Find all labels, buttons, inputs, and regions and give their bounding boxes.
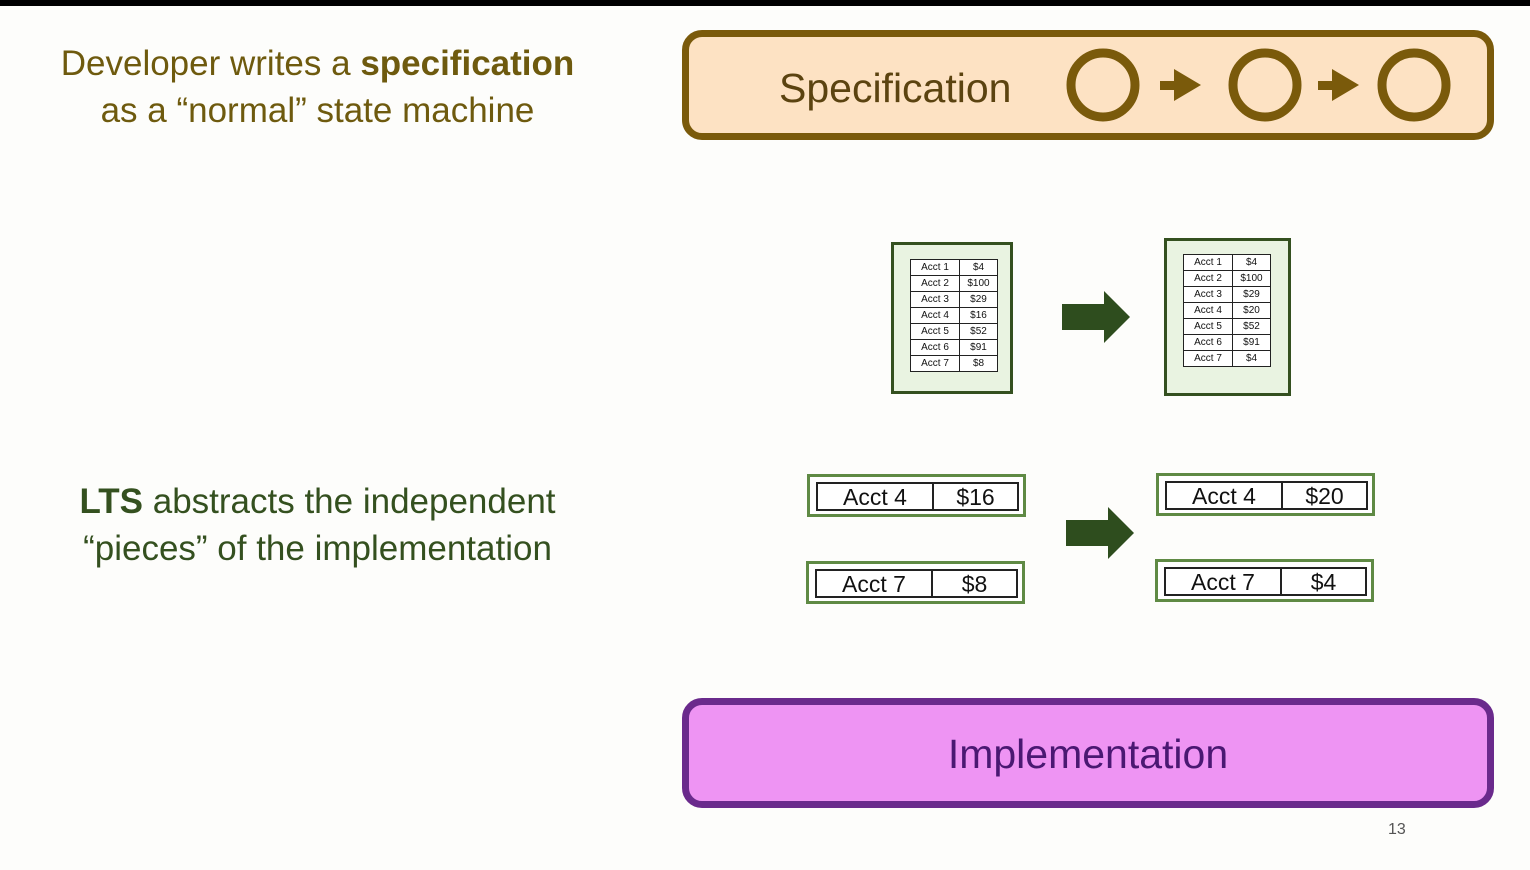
table-row: Acct 5$52 <box>910 323 998 340</box>
piece-amount: $16 <box>956 484 995 510</box>
ledger-after-table: Acct 1$4 Acct 2$100 Acct 3$29 Acct 4$20 … <box>1183 254 1271 367</box>
table-row: Acct 2$100 <box>910 275 998 292</box>
ledger-acct: Acct 2 <box>910 275 960 292</box>
specification-label: Specification <box>779 65 1012 111</box>
table-row: Acct 7$8 <box>910 355 998 372</box>
ledger-after: Acct 1$4 Acct 2$100 Acct 3$29 Acct 4$20 … <box>1164 238 1291 396</box>
ledger-acct: Acct 3 <box>1183 286 1233 303</box>
lts-caption-rest: abstracts the independent <box>143 482 556 521</box>
table-row: Acct 2$100 <box>1183 270 1271 287</box>
top-border-bar <box>0 0 1530 6</box>
ledger-before: Acct 1$4 Acct 2$100 Acct 3$29 Acct 4$16 … <box>891 242 1013 394</box>
state-arrow-1-icon <box>1160 69 1201 101</box>
piece-after-acct4: Acct 4 $20 <box>1156 473 1375 516</box>
table-row: Acct 1$4 <box>910 259 998 276</box>
piece-before-acct4: Acct 4 $16 <box>807 474 1026 517</box>
ledger-transition-arrow-icon <box>1062 291 1130 343</box>
state-circle-3 <box>1377 48 1451 122</box>
ledger-acct: Acct 7 <box>910 355 960 372</box>
piece-after-acct7: Acct 7 $4 <box>1155 559 1374 602</box>
spec-caption-bold: specification <box>360 44 575 83</box>
ledger-acct: Acct 5 <box>910 323 960 340</box>
table-row: Acct 1$4 <box>1183 254 1271 271</box>
piece-acct: Acct 4 <box>818 484 934 510</box>
piece-amount: $4 <box>1310 569 1337 595</box>
ledger-amount: $4 <box>1232 254 1271 271</box>
ledger-acct: Acct 6 <box>1183 334 1233 351</box>
ledger-amount: $52 <box>1232 318 1271 335</box>
ledger-acct: Acct 3 <box>910 291 960 308</box>
ledger-amount: $91 <box>959 339 998 356</box>
ledger-acct: Acct 6 <box>910 339 960 356</box>
piece-acct: Acct 7 <box>817 571 933 597</box>
lts-caption-bold: LTS <box>79 482 143 521</box>
piece-acct: Acct 4 <box>1167 483 1283 509</box>
table-row: Acct 4$20 <box>1183 302 1271 319</box>
ledger-amount: $52 <box>959 323 998 340</box>
ledger-before-table: Acct 1$4 Acct 2$100 Acct 3$29 Acct 4$16 … <box>910 259 998 372</box>
ledger-amount: $100 <box>959 275 998 292</box>
ledger-amount: $29 <box>1232 286 1271 303</box>
ledger-acct: Acct 2 <box>1183 270 1233 287</box>
pieces-transition-arrow-icon <box>1066 507 1134 559</box>
lts-caption-line2: “pieces” of the implementation <box>83 529 552 568</box>
piece-acct: Acct 7 <box>1166 569 1282 595</box>
table-row: Acct 6$91 <box>910 339 998 356</box>
table-row: Acct 3$29 <box>910 291 998 308</box>
ledger-amount: $16 <box>959 307 998 324</box>
ledger-amount: $20 <box>1232 302 1271 319</box>
state-machine-chain <box>1066 48 1451 122</box>
implementation-label: Implementation <box>947 731 1229 777</box>
page-number: 13 <box>1388 821 1406 838</box>
table-row: Acct 5$52 <box>1183 318 1271 335</box>
state-circle-1 <box>1066 48 1140 122</box>
piece-amount: $20 <box>1305 483 1344 509</box>
piece-before-acct7: Acct 7 $8 <box>806 561 1025 604</box>
ledger-acct: Acct 1 <box>910 259 960 276</box>
ledger-amount: $4 <box>959 259 998 276</box>
state-circle-2 <box>1228 48 1302 122</box>
ledger-acct: Acct 1 <box>1183 254 1233 271</box>
piece-cells: Acct 4 $16 <box>816 482 1019 511</box>
spec-caption-prefix: Developer writes a <box>60 44 361 83</box>
piece-cells: Acct 7 $8 <box>815 569 1018 598</box>
ledger-acct: Acct 5 <box>1183 318 1233 335</box>
ledger-amount: $91 <box>1232 334 1271 351</box>
ledger-acct: Acct 4 <box>1183 302 1233 319</box>
table-row: Acct 4$16 <box>910 307 998 324</box>
spec-caption: Developer writes a specification as a “n… <box>40 40 595 134</box>
piece-cells: Acct 4 $20 <box>1165 481 1368 510</box>
ledger-amount: $4 <box>1232 350 1271 367</box>
ledger-acct: Acct 7 <box>1183 350 1233 367</box>
lts-caption: LTS abstracts the independent “pieces” o… <box>40 478 595 572</box>
table-row: Acct 6$91 <box>1183 334 1271 351</box>
implementation-box: Implementation <box>682 698 1494 808</box>
ledger-amount: $8 <box>959 355 998 372</box>
piece-amount: $8 <box>961 571 988 597</box>
table-row: Acct 3$29 <box>1183 286 1271 303</box>
ledger-amount: $100 <box>1232 270 1271 287</box>
specification-box: Specification <box>682 30 1494 140</box>
spec-caption-line2: as a “normal” state machine <box>100 91 535 130</box>
ledger-amount: $29 <box>959 291 998 308</box>
piece-cells: Acct 7 $4 <box>1164 567 1367 596</box>
state-arrow-2-icon <box>1318 69 1359 101</box>
table-row: Acct 7$4 <box>1183 350 1271 367</box>
ledger-acct: Acct 4 <box>910 307 960 324</box>
